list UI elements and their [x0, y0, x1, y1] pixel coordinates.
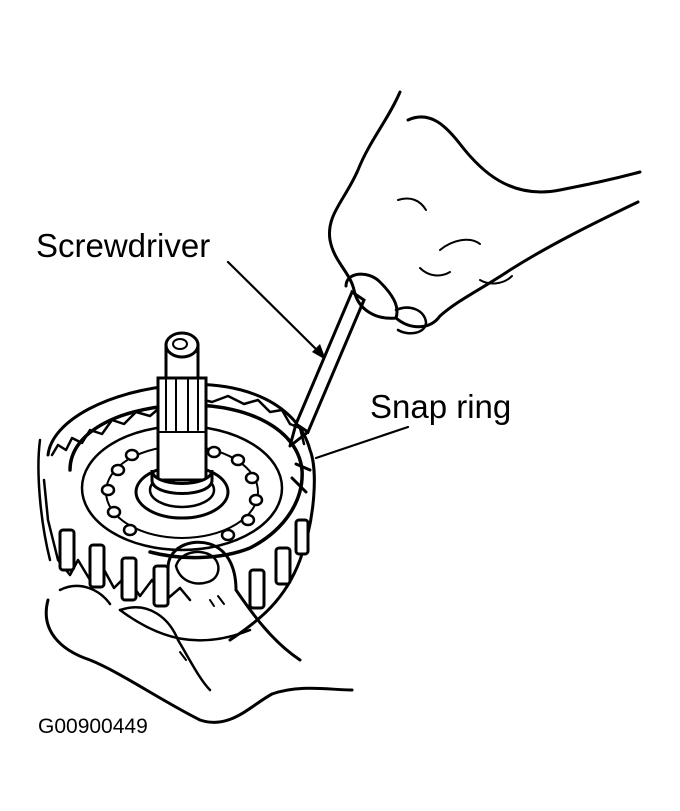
snap-ring-label: Snap ring: [370, 388, 512, 425]
upper-hand-thumb: [344, 272, 399, 320]
lower-hand-palm: [44, 598, 354, 724]
screwdriver-tip: [288, 422, 310, 448]
drum-teeth: [58, 518, 310, 610]
leader-lines: [226, 260, 410, 460]
screwdriver-shaft: [294, 289, 366, 435]
lower-hand-thumb: [166, 540, 302, 662]
shaft-base-collar: [150, 469, 214, 495]
screwdriver-leader-arrow: [312, 344, 326, 360]
upper-hand-wrist: [406, 115, 642, 194]
screwdriver-leader-line: [226, 260, 324, 357]
drum-bottom-body: [37, 438, 252, 642]
shaft-tip: [172, 338, 188, 350]
figure-code: G00900449: [38, 715, 148, 738]
upper-hand-outline: [327, 90, 640, 329]
lower-hand: [44, 540, 354, 724]
lower-hand-marks: [179, 595, 225, 661]
lower-hand-fingers: [58, 584, 212, 692]
lower-hand-thumbnail: [174, 550, 220, 585]
upper-hand-knuckles: [397, 197, 513, 285]
plate-holes: [100, 445, 264, 542]
input-shaft: [150, 331, 214, 495]
snap-ring-gap: [290, 462, 312, 494]
snap-ring-leader-line: [314, 425, 410, 460]
upper-hand-thumbnail: [394, 306, 428, 335]
screwdriver-label: Screwdriver: [36, 227, 211, 264]
upper-hand: [327, 90, 642, 335]
shaft-splines: [157, 379, 207, 433]
screwdriver-tool: [288, 289, 366, 448]
